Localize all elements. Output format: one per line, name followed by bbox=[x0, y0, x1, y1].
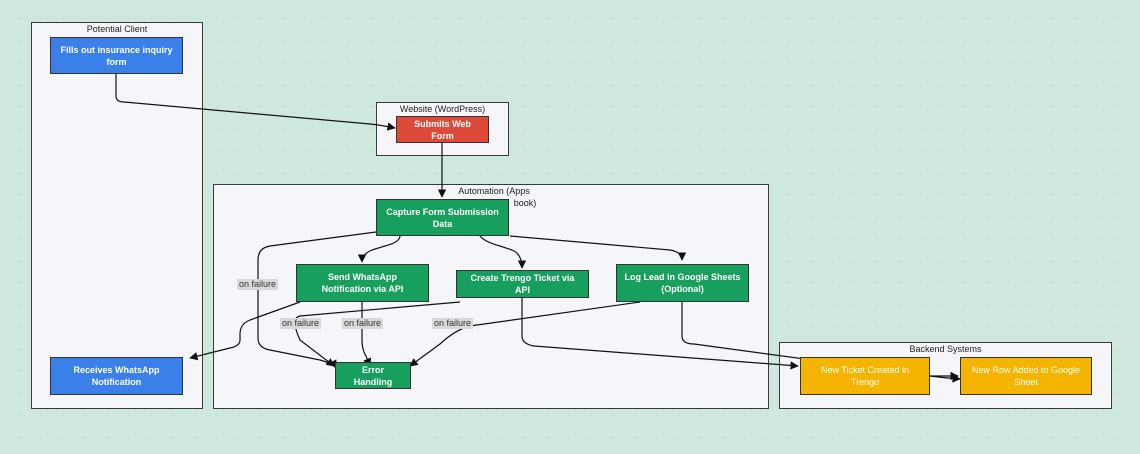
group-title-automation-line2: book) bbox=[513, 198, 537, 208]
edge-fills-to-submits bbox=[115, 74, 396, 131]
edge-label-capture-failure: on failure bbox=[237, 279, 279, 290]
node-new-row-google-sheet[interactable]: New Row Added to Google Sheet bbox=[960, 357, 1092, 395]
node-receives-whatsapp[interactable]: Receives WhatsApp Notification bbox=[50, 357, 183, 395]
edge-label-whatsapp-failure-left: on failure bbox=[280, 318, 322, 329]
node-error-handling[interactable]: Error Handling bbox=[335, 362, 411, 389]
edge-label-whatsapp-failure-mid: on failure bbox=[342, 318, 384, 329]
node-create-trengo-ticket[interactable]: Create Trengo Ticket via API bbox=[456, 270, 589, 298]
group-title-backend: Backend Systems bbox=[909, 344, 982, 354]
edge-capture-to-sheets bbox=[509, 235, 687, 261]
node-send-whatsapp[interactable]: Send WhatsApp Notification via API bbox=[296, 264, 429, 302]
edge-trengo-failure bbox=[294, 301, 461, 367]
edge-sheets-to-new-row bbox=[681, 302, 961, 383]
edge-whatsapp-failure bbox=[361, 302, 372, 367]
edge-sheets-failure bbox=[409, 301, 641, 367]
edge-capture-to-whatsapp bbox=[357, 235, 401, 263]
edge-label-sheets-failure: on failure bbox=[432, 318, 474, 329]
edge-whatsapp-to-receives bbox=[189, 301, 301, 361]
node-submits-web-form[interactable]: Submits Web Form bbox=[396, 116, 489, 143]
group-title-automation-line1: Automation (Apps bbox=[458, 186, 530, 196]
node-fills-out-form[interactable]: Fills out insurance inquiry form bbox=[50, 37, 183, 74]
group-title-automation: Automation (Apps book) bbox=[434, 185, 554, 209]
group-title-website: Website (WordPress) bbox=[399, 104, 486, 114]
group-potential-client: Potential Client bbox=[31, 22, 203, 409]
edge-trengo-to-new-ticket bbox=[521, 298, 799, 370]
node-new-ticket-trengo[interactable]: New Ticket Created in Trengo bbox=[800, 357, 930, 395]
node-log-lead-sheets[interactable]: Log Lead in Google Sheets (Optional) bbox=[616, 264, 749, 302]
node-capture-form-data[interactable]: Capture Form Submission Data bbox=[376, 199, 509, 236]
group-title-potential-client: Potential Client bbox=[86, 24, 148, 34]
edge-capture-to-trengo bbox=[479, 235, 527, 269]
